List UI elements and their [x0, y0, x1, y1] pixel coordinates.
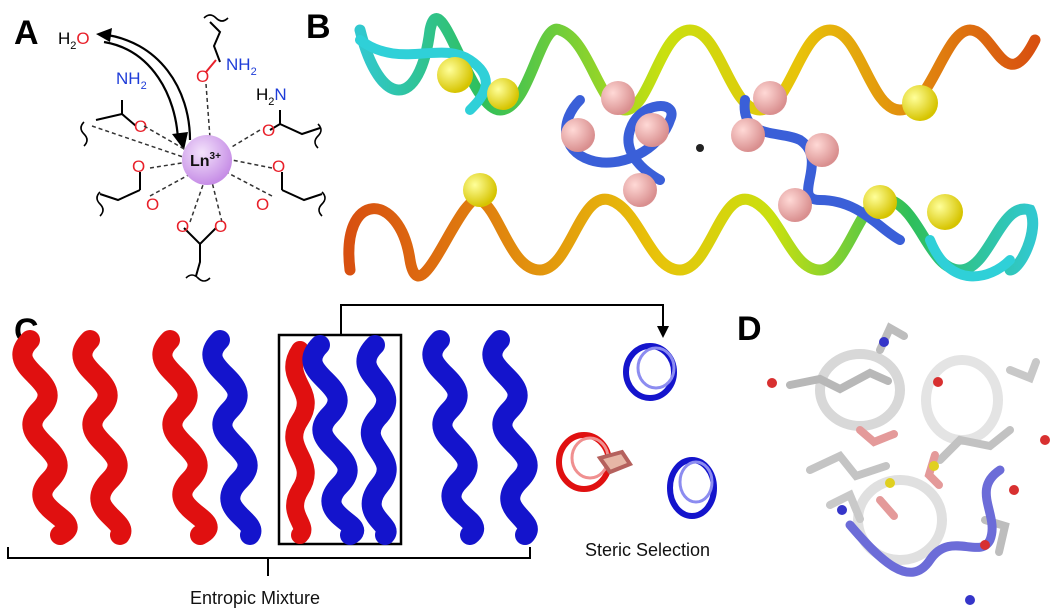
left-amide-nh2: NH2 [116, 69, 147, 92]
lanthanide-label: Ln3+ [190, 151, 221, 170]
exchange-arrow-in [103, 40, 180, 141]
water-label: H2O [58, 29, 90, 52]
metal-spheres [437, 57, 963, 230]
connector-arrow [340, 304, 664, 335]
steric-selection-label: Steric Selection [585, 540, 710, 560]
right-carboxylate-squiggle [318, 191, 326, 217]
top-amide-oxygen: O [196, 67, 209, 86]
left-amide-squiggle [80, 121, 88, 147]
right-carboxylate [281, 172, 323, 202]
right-amide-squiggle [314, 123, 322, 149]
top-cyan-end [355, 35, 491, 115]
bundle-all-blue [422, 330, 538, 545]
bottom-carboxylate-squiggle [185, 274, 211, 282]
left-carboxylate-squiggle [96, 191, 104, 217]
right-amide-nh2: H2N [256, 85, 287, 108]
top-amide-nh2: NH2 [226, 55, 257, 78]
right-carboxylate-o2: O [256, 195, 269, 214]
top-view-helices [556, 343, 717, 519]
bundle-blue-red [285, 335, 397, 545]
right-amide [269, 110, 321, 136]
exchange-arrow-out [99, 32, 192, 141]
panel-a: A H2O O NH2 NH2 O H2N O [14, 14, 326, 282]
panel-c: C [7, 304, 717, 608]
coordination-bonds [91, 83, 273, 223]
panel-b: B [306, 8, 1041, 282]
bottom-carboxylate-o2: O [214, 217, 227, 236]
bundle-all-red [12, 330, 132, 545]
arrow-head-metal [172, 132, 188, 150]
right-carboxylate-o1: O [272, 157, 285, 176]
left-amide-oxygen: O [134, 117, 147, 136]
bottom-cyan-end [925, 235, 1015, 282]
entropic-mixture-label: Entropic Mixture [190, 588, 320, 608]
left-carboxylate-o1: O [132, 157, 145, 176]
mixture-bracket [7, 547, 531, 559]
bottom-carboxylate [183, 227, 217, 277]
connector-arrow-head [657, 326, 669, 338]
panel-a-letter: A [14, 14, 39, 52]
panel-d: D [737, 310, 1050, 605]
right-amide-oxygen: O [262, 121, 275, 140]
top-amide [205, 21, 222, 73]
panel-b-letter: B [306, 8, 331, 46]
left-carboxylate [99, 172, 141, 202]
left-carboxylate-o2: O [146, 195, 159, 214]
sidechain-sticks [767, 322, 1050, 605]
left-amide [95, 100, 137, 127]
arrow-head-water [96, 28, 112, 42]
lanthanide-ion [182, 135, 232, 185]
bottom-carboxylate-o1: O [176, 217, 189, 236]
panel-d-letter: D [737, 310, 762, 348]
top-amide-squiggle [203, 14, 229, 22]
bundle-red-blue [152, 330, 262, 545]
